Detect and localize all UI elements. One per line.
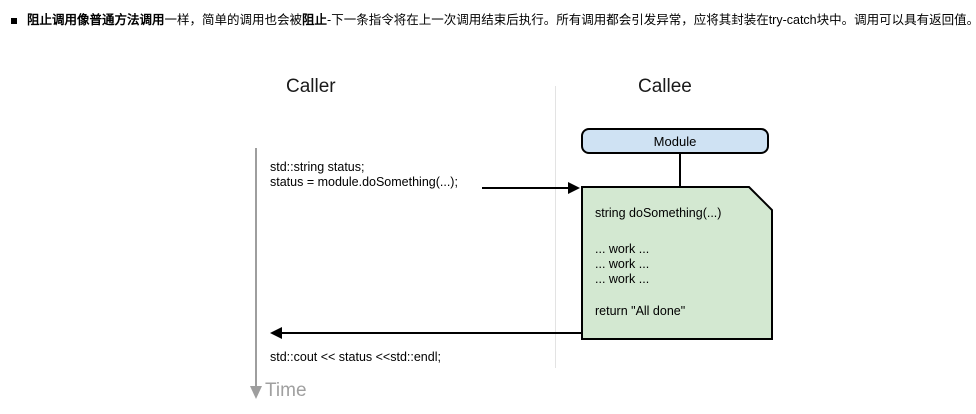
callee-code-line: ... work ... — [595, 242, 650, 256]
return-arrow — [270, 327, 582, 339]
caller-print-code: std::cout << status <<std::endl; — [270, 350, 441, 364]
return-arrow-head-icon — [270, 327, 282, 339]
note-bullet-text: 阻止调用像普通方法调用一样，简单的调用也会被阻止-下一条指令将在上一次调用结束后… — [27, 12, 976, 28]
time-axis-arrow — [248, 148, 264, 404]
time-axis-label: Time — [265, 380, 307, 401]
callee-activation-box[interactable]: string doSomething(...) ... work ... ...… — [581, 186, 773, 340]
callee-code-line: ... work ... — [595, 257, 650, 271]
note-bullet-text-rest: 一样，简单的调用也会被阻止-下一条指令将在上一次调用结束后执行。所有调用都会引发… — [164, 13, 976, 27]
callee-code-line: ... work ... — [595, 272, 650, 286]
caller-call-code: std::string status; status = module.doSo… — [270, 160, 458, 189]
callee-code-line: return "All done" — [595, 304, 686, 318]
lane-divider — [555, 86, 556, 368]
folded-corner-icon — [747, 186, 773, 212]
module-connector-line — [679, 154, 681, 186]
note-bullet-list: 阻止调用像普通方法调用一样，简单的调用也会被阻止-下一条指令将在上一次调用结束后… — [0, 12, 976, 28]
caller-column-title: Caller — [286, 76, 336, 97]
callee-column-title: Callee — [638, 76, 692, 97]
module-box[interactable]: Module — [581, 128, 769, 154]
time-axis-line — [255, 148, 257, 388]
note-bullet-item: 阻止调用像普通方法调用一样，简单的调用也会被阻止-下一条指令将在上一次调用结束后… — [0, 12, 976, 28]
time-axis-arrowhead-icon — [250, 386, 262, 399]
return-arrow-line — [282, 332, 582, 334]
module-box-label: Module — [653, 133, 697, 149]
callee-code-line: string doSomething(...) — [595, 206, 722, 220]
call-arrow — [482, 182, 582, 194]
note-bullet-text-lead: 阻止调用像普通方法调用 — [27, 13, 165, 27]
square-bullet-icon — [11, 18, 17, 24]
call-arrow-head-icon — [568, 182, 580, 194]
callee-activation-shape — [581, 186, 773, 340]
call-arrow-line — [482, 187, 570, 189]
